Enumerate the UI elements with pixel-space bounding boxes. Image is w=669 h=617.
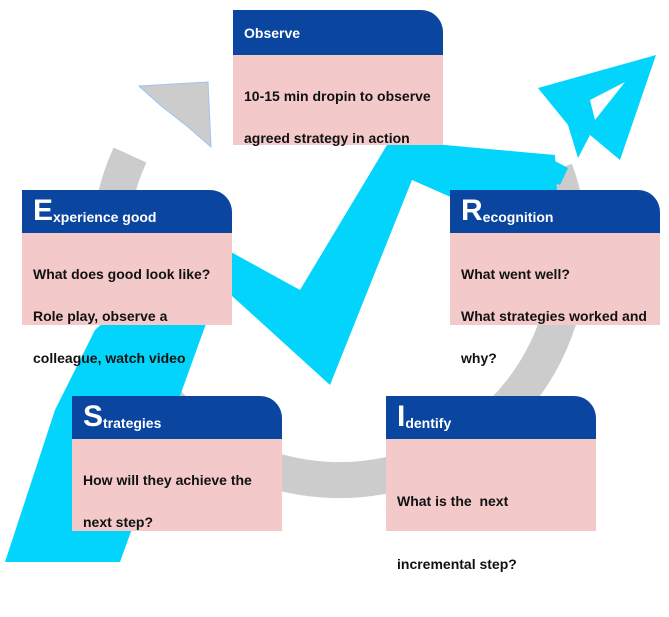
recognition-card-line: What strategies worked and: [461, 308, 647, 324]
identify-card-header: I dentify: [386, 396, 596, 439]
observe-card-header: Observe: [233, 10, 443, 55]
experience-good-card-line: Role play, observe a: [33, 308, 168, 324]
strategies-card-line: next step?: [83, 514, 154, 530]
experience-good-card-line: colleague, watch video: [33, 350, 186, 366]
observe-card: Observe 10-15 min dropin to observe agre…: [233, 10, 443, 146]
cycle-arrowhead: [137, 81, 212, 149]
experience-good-title: xperience good: [53, 209, 157, 225]
observe-card-line: agreed strategy in action: [244, 130, 410, 146]
strategies-card-line: How will they achieve the: [83, 472, 252, 488]
recognition-initial: R: [461, 194, 483, 227]
coaching-cycle-diagram: Observe 10-15 min dropin to observe agre…: [5, 10, 660, 572]
identify-card-body: What is the next incremental step?: [386, 439, 596, 572]
strategies-card: S trategies How will they achieve the ne…: [72, 396, 282, 531]
identify-card-line: What is the next: [397, 493, 509, 509]
recognition-card-line: What went well?: [461, 266, 570, 282]
identify-card: I dentify What is the next incremental s…: [386, 396, 596, 572]
observe-card-body: 10-15 min dropin to observe agreed strat…: [233, 55, 443, 146]
strategies-card-body: How will they achieve the next step?: [72, 439, 282, 531]
recognition-title: ecognition: [482, 209, 554, 225]
recognition-card-line: why?: [461, 350, 497, 366]
strategies-title: trategies: [103, 415, 162, 431]
experience-good-card-body: What does good look like? Role play, obs…: [22, 233, 232, 366]
paper-plane-icon: [538, 55, 656, 185]
experience-good-initial: E: [33, 194, 54, 227]
strategies-card-header: S trategies: [72, 396, 282, 439]
recognition-card-body: What went well? What strategies worked a…: [450, 233, 660, 366]
observe-card-title: Observe: [244, 24, 301, 41]
identify-initial: I: [397, 400, 406, 433]
identify-title: dentify: [405, 415, 452, 431]
experience-good-card-header: E xperience good: [22, 190, 232, 233]
recognition-card: R ecognition What went well? What strate…: [450, 190, 660, 366]
identify-card-line: incremental step?: [397, 556, 517, 572]
strategies-initial: S: [83, 400, 104, 433]
experience-good-card-line: What does good look like?: [33, 266, 211, 282]
experience-good-card: E xperience good What does good look lik…: [22, 190, 232, 366]
recognition-card-header: R ecognition: [450, 190, 660, 233]
observe-card-line: 10-15 min dropin to observe: [244, 88, 431, 104]
